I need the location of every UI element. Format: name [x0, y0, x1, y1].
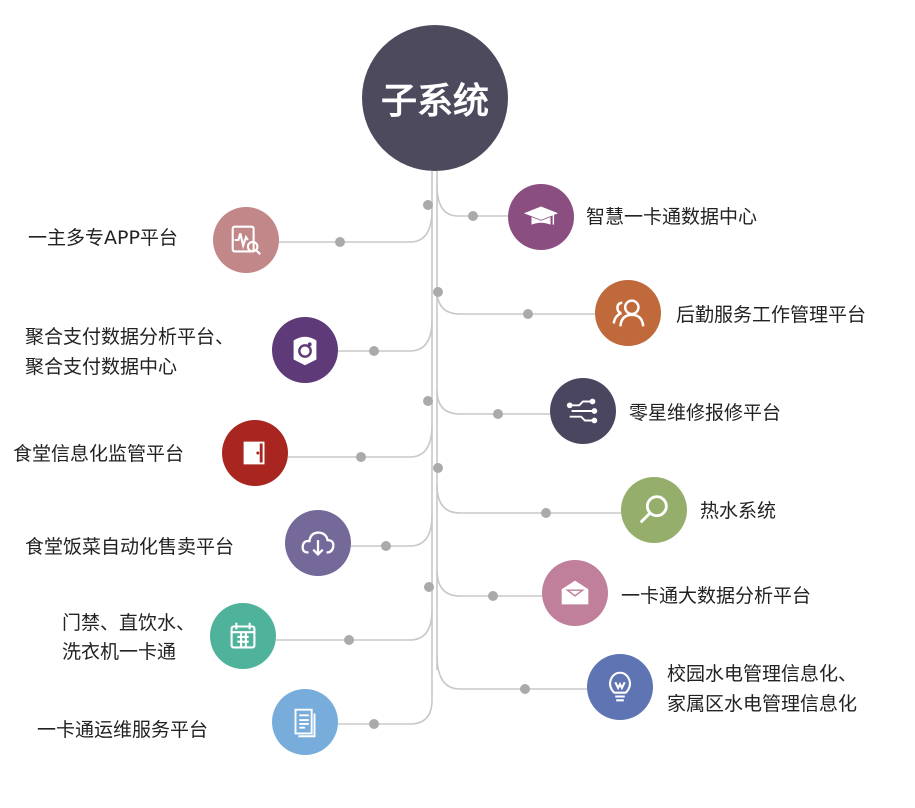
calendar-icon	[210, 603, 276, 669]
label-repair: 零星维修报修平台	[629, 402, 782, 424]
label-residential-utilities: 家属区水电管理信息化	[667, 693, 858, 715]
document-icon	[272, 689, 338, 755]
envelope-icon	[542, 560, 608, 626]
magnifier-icon	[621, 477, 687, 543]
label-data-center: 智慧一卡通数据中心	[586, 206, 758, 228]
graduation-cap-icon	[508, 184, 574, 250]
root-node: 子系统	[362, 25, 508, 171]
label-payment-center: 聚合支付数据中心	[25, 356, 178, 378]
label-canteen-supervision: 食堂信息化监管平台	[13, 443, 185, 465]
door-icon	[222, 420, 288, 486]
cloud-download-icon	[285, 510, 351, 576]
label-hot-water: 热水系统	[700, 500, 777, 522]
label-payment-analysis: 聚合支付数据分析平台、	[25, 326, 235, 348]
label-campus-utilities: 校园水电管理信息化、	[667, 663, 858, 685]
label-canteen-sales: 食堂饭菜自动化售卖平台	[25, 536, 235, 558]
label-app-platform: 一主多专APP平台	[28, 227, 178, 249]
lightbulb-icon	[587, 654, 653, 720]
label-laundry-card: 洗衣机一卡通	[62, 641, 177, 663]
label-logistics: 后勤服务工作管理平台	[676, 304, 867, 326]
monitor-search-icon	[213, 207, 279, 273]
users-icon	[595, 280, 661, 346]
pay-shield-icon	[272, 317, 338, 383]
label-ops-service: 一卡通运维服务平台	[37, 719, 209, 741]
circuit-icon	[550, 378, 616, 444]
label-big-data: 一卡通大数据分析平台	[621, 585, 812, 607]
label-access-water: 门禁、直饮水、	[62, 612, 196, 634]
